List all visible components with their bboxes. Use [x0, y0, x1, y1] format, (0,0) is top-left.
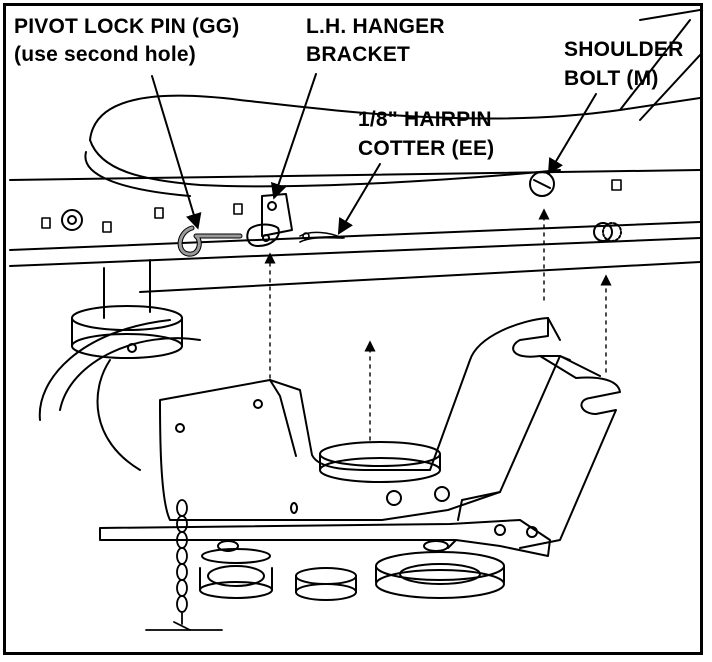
- deck-bracket: [159, 317, 571, 521]
- seat-outline: [84, 9, 700, 197]
- deck-underside: [99, 519, 551, 557]
- pivot-lock-pin-icon: [177, 225, 243, 257]
- hairpin-cotter-label-line2: COTTER (EE): [358, 137, 495, 160]
- shoulder-bolt-icon: [529, 171, 555, 197]
- right-nut: [593, 222, 622, 242]
- left-nut: [61, 209, 83, 231]
- chain: [145, 499, 223, 631]
- rear-bracket: [519, 355, 621, 549]
- hairpin-cotter-icon: [299, 231, 345, 243]
- shoulder-bolt-label-line1: SHOULDER: [564, 38, 684, 61]
- center-pulley: [319, 441, 441, 483]
- hanger-bracket-label-line2: BRACKET: [306, 43, 411, 66]
- shoulder-bolt-label-line2: BOLT (M): [564, 67, 659, 90]
- frame-rails: [9, 169, 700, 293]
- pivot-lock-pin-note: (use second hole): [14, 43, 196, 66]
- left-spindle: [71, 259, 183, 359]
- leader-lines: [151, 73, 597, 235]
- pivot-lock-pin-label: PIVOT LOCK PIN (GG): [14, 15, 240, 38]
- alignment-arrows: [264, 208, 612, 441]
- lower-pulleys: [199, 540, 505, 601]
- rail-holes: [41, 179, 622, 233]
- hairpin-cotter-label-line1: 1/8" HAIRPIN: [358, 108, 492, 131]
- tire: [38, 319, 201, 471]
- hanger-bracket-label-line1: L.H. HANGER: [306, 15, 445, 38]
